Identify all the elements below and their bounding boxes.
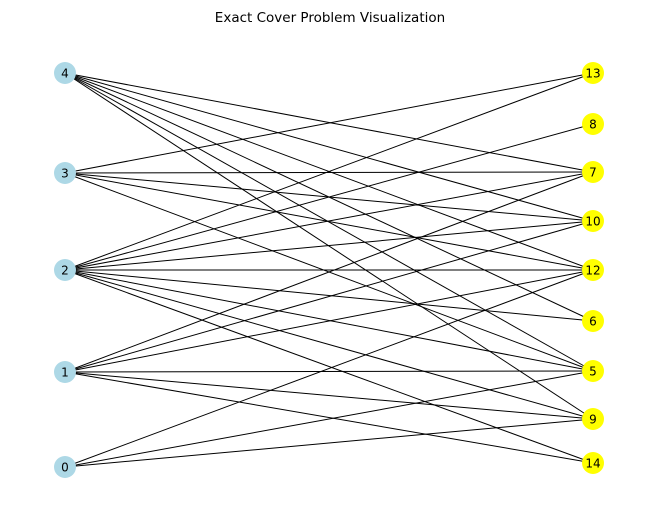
- edges-layer: [64, 72, 594, 468]
- node-14: 14: [582, 452, 604, 474]
- node-circle-3: [54, 162, 76, 184]
- node-0: 0: [54, 456, 76, 478]
- node-label-3: 3: [61, 167, 69, 181]
- node-label-13: 13: [585, 67, 600, 81]
- node-circle-10: [582, 210, 604, 232]
- edge-2-9: [64, 269, 594, 420]
- node-circle-0: [54, 456, 76, 478]
- figure-title: Exact Cover Problem Visualization: [215, 10, 445, 26]
- node-circle-8: [582, 113, 604, 135]
- node-9: 9: [582, 408, 604, 430]
- edge-2-10: [64, 220, 594, 271]
- edge-2-8: [64, 123, 594, 271]
- edge-0-5: [64, 370, 594, 468]
- edge-1-7: [64, 171, 594, 373]
- node-label-0: 0: [61, 461, 69, 475]
- edge-1-9: [64, 371, 594, 420]
- edge-1-14: [64, 371, 594, 464]
- node-circle-5: [582, 360, 604, 382]
- edge-4-10: [64, 72, 594, 222]
- node-7: 7: [582, 161, 604, 183]
- node-circle-1: [54, 361, 76, 383]
- node-circle-6: [582, 310, 604, 332]
- node-circle-4: [54, 62, 76, 84]
- node-1: 1: [54, 361, 76, 383]
- edge-1-10: [64, 220, 594, 373]
- edge-0-12: [64, 269, 594, 468]
- node-label-8: 8: [589, 118, 597, 132]
- node-8: 8: [582, 113, 604, 135]
- edge-1-12: [64, 269, 594, 373]
- node-circle-12: [582, 259, 604, 281]
- node-2: 2: [54, 259, 76, 281]
- node-3: 3: [54, 162, 76, 184]
- edge-2-13: [64, 72, 594, 271]
- node-label-5: 5: [589, 365, 597, 379]
- node-circle-14: [582, 452, 604, 474]
- edge-2-7: [64, 171, 594, 271]
- edge-0-9: [64, 418, 594, 468]
- node-circle-2: [54, 259, 76, 281]
- node-label-14: 14: [585, 457, 600, 471]
- node-4: 4: [54, 62, 76, 84]
- node-5: 5: [582, 360, 604, 382]
- edge-1-5: [64, 370, 594, 373]
- node-label-6: 6: [589, 315, 597, 329]
- edge-2-6: [64, 269, 594, 322]
- node-label-2: 2: [61, 264, 69, 278]
- node-circle-13: [582, 62, 604, 84]
- node-label-7: 7: [589, 166, 597, 180]
- node-label-10: 10: [585, 215, 600, 229]
- node-label-12: 12: [585, 264, 600, 278]
- node-10: 10: [582, 210, 604, 232]
- node-12: 12: [582, 259, 604, 281]
- node-label-1: 1: [61, 366, 69, 380]
- node-label-9: 9: [589, 413, 597, 427]
- node-circle-9: [582, 408, 604, 430]
- node-circle-7: [582, 161, 604, 183]
- edge-3-13: [64, 72, 594, 174]
- node-13: 13: [582, 62, 604, 84]
- edge-3-7: [64, 171, 594, 174]
- node-label-4: 4: [61, 67, 69, 81]
- edge-2-14: [64, 269, 594, 464]
- node-6: 6: [582, 310, 604, 332]
